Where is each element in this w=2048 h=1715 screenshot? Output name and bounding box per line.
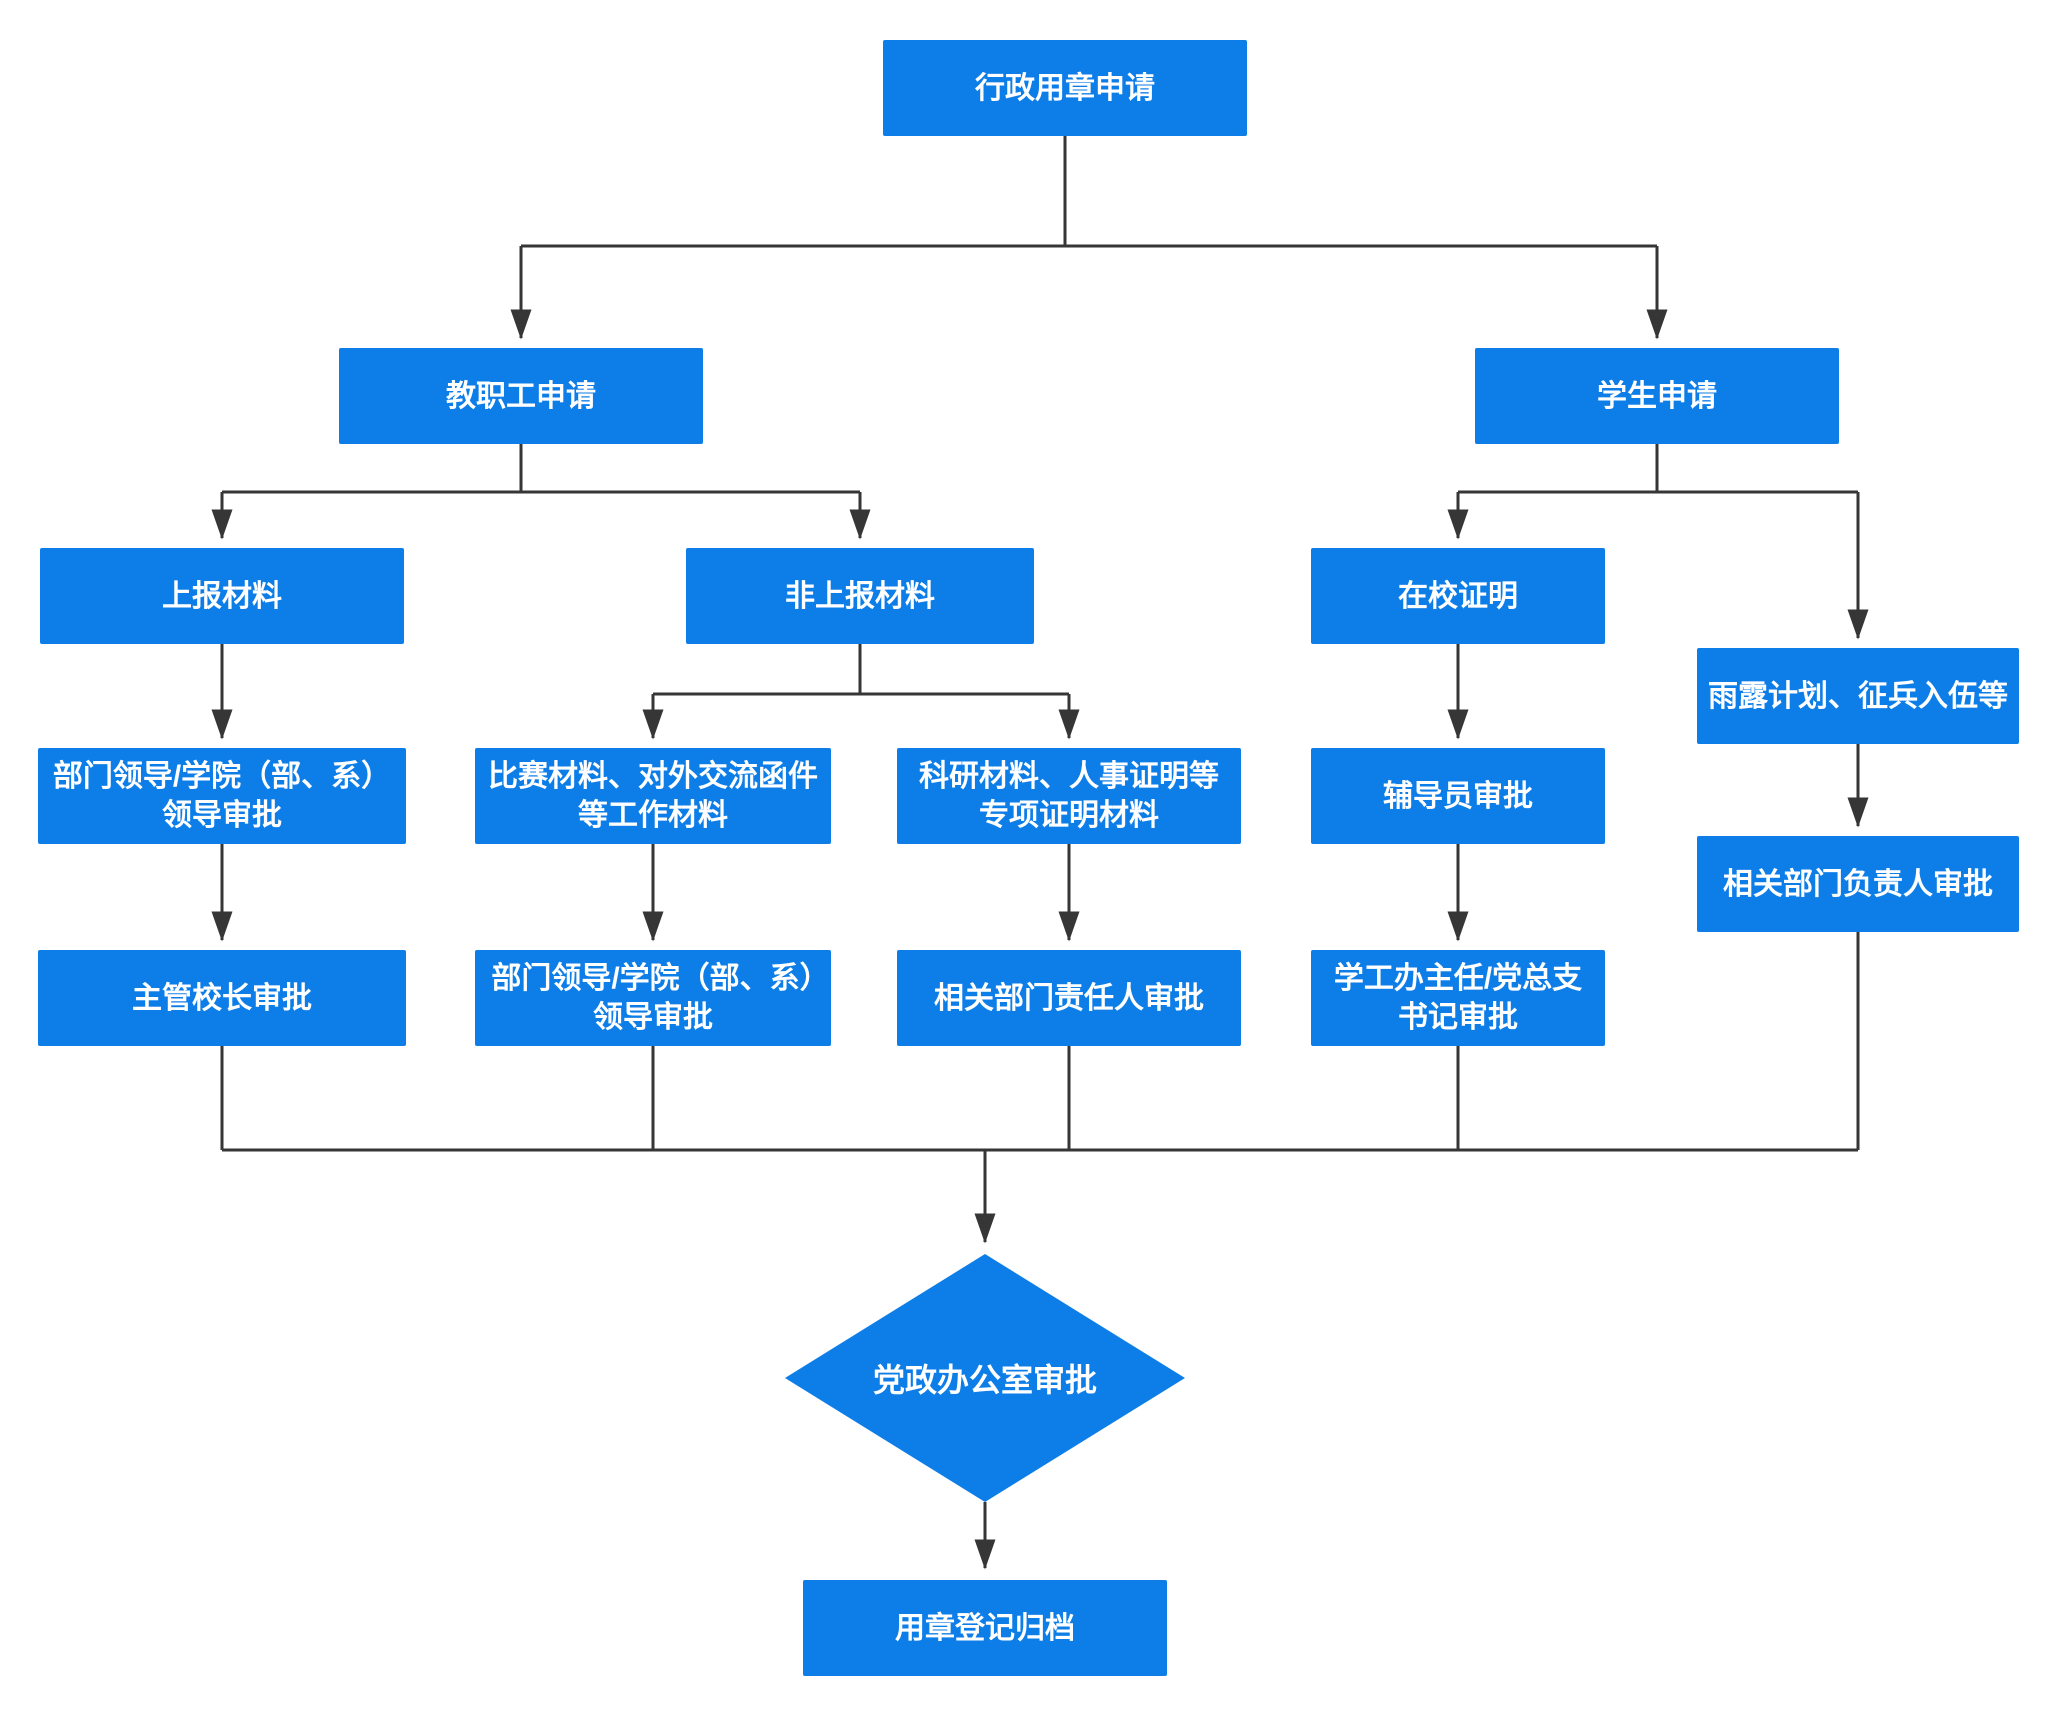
node-seal-registration-archive: 用章登记归档 [803, 1580, 1167, 1676]
node-admin-seal-request-label: 行政用章申请 [975, 71, 1155, 105]
node-admin-seal-request: 行政用章申请 [883, 40, 1247, 136]
node-student-request-label: 学生申请 [1597, 379, 1717, 413]
node-student-affairs-director-approval-label: 学工办主任/党总支书记审批 [1333, 962, 1583, 1034]
node-related-dept-head-approval: 相关部门负责人审批 [1697, 836, 2019, 932]
node-non-reported-materials-label: 非上报材料 [785, 579, 935, 613]
connector-arrows [211, 246, 1869, 1570]
node-seal-registration-archive-label: 用章登记归档 [895, 1611, 1075, 1645]
node-reported-materials: 上报材料 [40, 548, 404, 644]
connector-lines [220, 136, 1860, 1152]
node-research-materials-label: 科研材料、人事证明等专项证明材料 [919, 760, 1219, 832]
node-related-dept-responsible-approval: 相关部门责任人审批 [897, 950, 1241, 1046]
node-staff-request: 教职工申请 [339, 348, 703, 444]
node-yulu-plan-enlistment: 雨露计划、征兵入伍等 [1697, 648, 2019, 744]
node-dept-college-leader-approval-1: 部门领导/学院（部、系）领导审批 [38, 748, 406, 844]
node-vice-principal-approval-label: 主管校长审批 [132, 981, 312, 1015]
node-vice-principal-approval: 主管校长审批 [38, 950, 406, 1046]
node-enrollment-certificate-label: 在校证明 [1398, 579, 1518, 613]
node-dept-college-leader-approval-1-label: 部门领导/学院（部、系）领导审批 [52, 760, 392, 832]
node-counselor-approval: 辅导员审批 [1311, 748, 1605, 844]
node-dept-college-leader-approval-2-label: 部门领导/学院（部、系）领导审批 [491, 962, 815, 1034]
node-competition-materials: 比赛材料、对外交流函件等工作材料 [475, 748, 831, 844]
node-staff-request-label: 教职工申请 [446, 379, 596, 413]
node-enrollment-certificate: 在校证明 [1311, 548, 1605, 644]
node-related-dept-head-approval-label: 相关部门负责人审批 [1723, 867, 1993, 901]
node-student-request: 学生申请 [1475, 348, 1839, 444]
node-related-dept-responsible-approval-label: 相关部门责任人审批 [934, 981, 1204, 1015]
node-student-affairs-director-approval: 学工办主任/党总支书记审批 [1311, 950, 1605, 1046]
node-reported-materials-label: 上报材料 [162, 579, 282, 613]
node-party-admin-office-approval-label: 党政办公室审批 [872, 1362, 1097, 1398]
node-research-materials: 科研材料、人事证明等专项证明材料 [897, 748, 1241, 844]
node-counselor-approval-label: 辅导员审批 [1383, 779, 1533, 813]
node-non-reported-materials: 非上报材料 [686, 548, 1034, 644]
node-dept-college-leader-approval-2: 部门领导/学院（部、系）领导审批 [475, 950, 831, 1046]
node-yulu-plan-enlistment-label: 雨露计划、征兵入伍等 [1708, 679, 2008, 713]
node-competition-materials-label: 比赛材料、对外交流函件等工作材料 [488, 760, 818, 832]
